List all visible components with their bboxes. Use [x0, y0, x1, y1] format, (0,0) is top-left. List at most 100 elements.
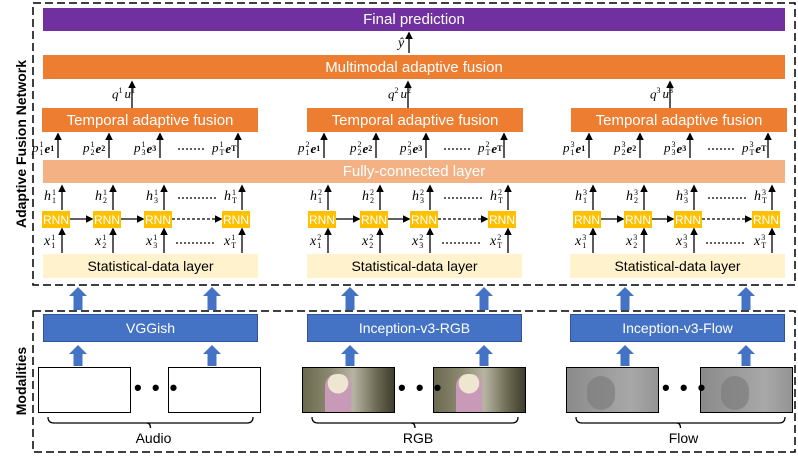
- h-hidden-sub: T: [498, 196, 503, 205]
- bracket-point: [410, 422, 416, 429]
- h-hidden-sup: 1: [232, 188, 236, 197]
- x-input-sub: 3: [683, 241, 688, 250]
- rnn-cell-2-4: RNN: [488, 211, 516, 228]
- p-weight-sup: 1: [39, 140, 44, 150]
- input-flow-arrow: [203, 345, 221, 366]
- temporal-adaptive-fusion-box-1: Temporal adaptive fusion: [42, 108, 258, 132]
- p-weight-base: p: [742, 140, 749, 155]
- e-subscript: 3: [152, 144, 157, 153]
- h-hidden-sub: 3: [684, 196, 688, 205]
- x-input-base: x: [676, 234, 683, 250]
- feature-flow-arrow: [737, 287, 755, 310]
- x-input-base: x: [44, 234, 51, 250]
- q-symbol: q: [112, 86, 119, 102]
- rnn-cell-2-3: RNN: [410, 211, 438, 228]
- x-input-base: x: [626, 234, 633, 250]
- ellipsis-3: • • •: [662, 375, 708, 400]
- ellipsis-2: • • •: [398, 375, 444, 400]
- h-hidden-sup: 3: [634, 188, 638, 197]
- statistical-data-layer-box-2: Statistical-data layer: [307, 254, 522, 278]
- p-weight-sup: 2: [485, 140, 490, 150]
- feature-flow-arrow: [616, 287, 634, 310]
- p-weight-sub: 1: [39, 148, 44, 158]
- e-subscript: 1: [316, 144, 321, 153]
- h-hidden-sub: 2: [634, 196, 638, 205]
- p-weight-base: p: [350, 140, 357, 155]
- e-symbol: e: [755, 140, 762, 156]
- modalities-frame: [32, 310, 796, 453]
- multimodal-adaptive-fusion-box: Multimodal adaptive fusion: [43, 55, 785, 79]
- input-flow-arrow: [341, 345, 359, 366]
- p-weight-sub: T: [485, 148, 491, 158]
- h-hidden-sub: 3: [154, 196, 158, 205]
- p-weight-base: p: [134, 140, 141, 155]
- input-frame-rgb-1: [302, 367, 395, 413]
- h-hidden-sub: 2: [370, 196, 374, 205]
- input-frame-audio-2: [168, 367, 261, 413]
- feature-extractor-box-3: Inception-v3-Flow: [570, 314, 785, 342]
- x-input-sup: 3: [683, 233, 688, 242]
- e-subscript: 2: [632, 144, 637, 153]
- h-hidden-sub: 1: [52, 196, 56, 205]
- u-superscript: 2: [407, 86, 411, 95]
- video-subject: [325, 374, 351, 412]
- h-hidden-base: h: [754, 189, 761, 205]
- rnn-cell-1-2: RNN: [93, 211, 121, 228]
- e-symbol: e: [225, 140, 232, 156]
- temporal-adaptive-fusion-box-3: Temporal adaptive fusion: [571, 108, 787, 132]
- x-input-base: x: [146, 234, 153, 250]
- e-symbol: e: [626, 140, 633, 156]
- p-weight-sup: 3: [621, 140, 626, 150]
- x-input-base: x: [412, 234, 419, 250]
- h-hidden-sup: 2: [498, 188, 502, 197]
- p-weight-base: p: [298, 140, 305, 155]
- x-input-base: x: [310, 234, 317, 250]
- x-input-base: x: [362, 234, 369, 250]
- e-subscript: 2: [101, 144, 106, 153]
- x-input-sup: 1: [51, 233, 56, 242]
- h-hidden-sup: 2: [370, 188, 374, 197]
- ellipsis-1: • • •: [134, 375, 180, 400]
- p-weight-sup: 1: [219, 140, 224, 150]
- h-hidden-sub: 2: [103, 196, 107, 205]
- h-hidden-sub: T: [232, 196, 237, 205]
- p-weight-sup: 2: [357, 140, 362, 150]
- input-flow-arrow: [475, 345, 493, 366]
- adaptive-fusion-network-label: Adaptive Fusion Network: [13, 59, 29, 229]
- e-subscript: 3: [418, 144, 423, 153]
- fully-connected-layer-box: Fully-connected layer: [43, 160, 785, 183]
